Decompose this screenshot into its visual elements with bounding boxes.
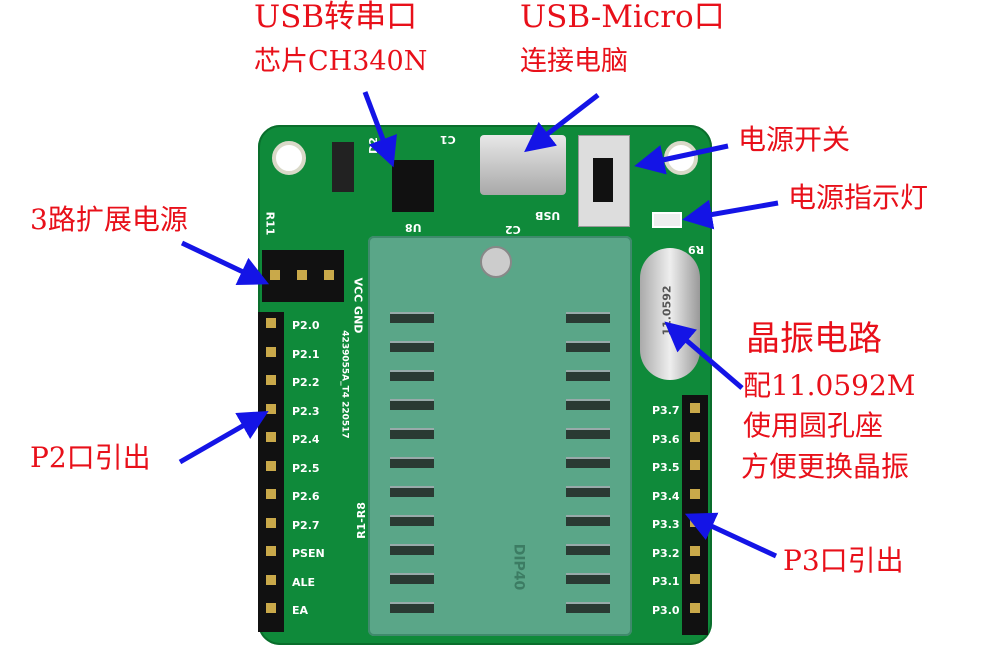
socket-contact: [566, 312, 610, 323]
arrow-usb-micro: [524, 93, 600, 153]
header-pin: [297, 270, 307, 280]
socket-contact: [566, 399, 610, 410]
pin-label: P2.2: [292, 376, 320, 389]
header-pin: [266, 574, 276, 585]
socket-contact: [390, 544, 434, 555]
socket-contact: [390, 457, 434, 468]
socket-contact: [566, 370, 610, 381]
header-pin: [266, 603, 276, 613]
socket-contact: [390, 341, 434, 352]
socket-contact: [566, 602, 610, 613]
label-power-switch: 电源开关: [738, 123, 851, 156]
socket-contact: [566, 457, 610, 468]
socket-contact: [390, 515, 434, 526]
pin-label: P3.5: [652, 461, 680, 474]
ch340n-chip: [392, 160, 434, 212]
header-pin: [690, 545, 700, 556]
header-pin: [690, 403, 700, 413]
arrow-crystal: [664, 321, 744, 390]
pin-label: P2.6: [292, 490, 320, 503]
arrow-expansion-power: [180, 240, 270, 285]
pin-label: P3.7: [652, 404, 680, 417]
arrow-p2: [178, 411, 269, 465]
label-crystal-line1: 配11.0592M: [743, 369, 916, 402]
socket-contact: [566, 515, 610, 526]
header-pin: [266, 403, 276, 414]
pin-label: P2.1: [292, 347, 320, 361]
label-crystal-line2: 使用圆孔座: [743, 409, 884, 442]
pin-label: P2.4: [292, 433, 320, 446]
header-pin: [270, 270, 280, 280]
pin-label: P2.0: [292, 319, 320, 332]
pin-label: P3.2: [652, 546, 680, 560]
header-pin: [266, 546, 276, 556]
label-crystal-line3: 方便更换晶振: [741, 450, 910, 483]
header-pin: [266, 489, 276, 499]
arrow-p3: [684, 512, 778, 559]
header-pin: [324, 270, 334, 280]
label-crystal-title: 晶振电路: [746, 319, 882, 359]
crystal: [640, 248, 700, 380]
label-usb-micro-sub: 连接电脑: [520, 46, 628, 77]
pin-label: P3.4: [652, 489, 680, 503]
socket-contact: [390, 573, 434, 584]
header-pin: [690, 602, 700, 613]
switch-slider: [593, 158, 613, 202]
header-pin: [266, 460, 276, 471]
socket-contact: [566, 486, 610, 497]
socket-contact: [566, 544, 610, 555]
header-pin: [266, 517, 276, 528]
power-led: [652, 212, 682, 228]
socket-contact: [566, 428, 610, 439]
socket-contact: [566, 573, 610, 584]
socket-contact: [566, 341, 610, 352]
socket-contact: [390, 486, 434, 497]
pin-label: P3.0: [652, 603, 680, 617]
header-pin: [266, 432, 276, 442]
socket-contact: [390, 602, 434, 613]
socket-contact: [390, 399, 434, 410]
label-usb-serial-title: USB转串口: [254, 0, 418, 35]
diode: [332, 142, 354, 192]
pin-label: P2.5: [292, 461, 320, 475]
header-pin: [690, 574, 700, 584]
header-pin: [266, 375, 276, 385]
header-pin: [690, 488, 700, 499]
arrow-power-switch: [634, 143, 729, 175]
pin-label: P2.7: [292, 518, 320, 532]
header-pin: [690, 460, 700, 470]
header-pin: [266, 318, 276, 328]
label-expansion-power: 3路扩展电源: [30, 203, 188, 236]
pin-label: P3.6: [652, 432, 680, 446]
power-switch: [578, 135, 630, 227]
header-pin: [690, 431, 700, 442]
label-p2-out: P2口引出: [30, 441, 151, 474]
header-pin: [266, 346, 276, 357]
socket-contact: [390, 428, 434, 439]
pin-label: P3.3: [652, 518, 680, 531]
label-usb-serial-sub: 芯片CH340N: [254, 46, 428, 77]
label-power-led: 电源指示灯: [788, 181, 929, 214]
arrow-usb-serial: [362, 91, 397, 168]
socket-contact: [390, 312, 434, 323]
pin-label: P2.3: [292, 404, 320, 418]
pin-label: P3.1: [652, 575, 680, 588]
pin-label: EA: [292, 604, 309, 617]
mounting-hole: [272, 141, 306, 175]
socket-contact: [390, 370, 434, 381]
label-usb-micro-title: USB-Micro口: [520, 0, 725, 35]
pin-label: PSEN: [292, 547, 325, 560]
arrow-power-led: [682, 199, 779, 230]
socket-screw: [480, 246, 512, 278]
pin-label: ALE: [292, 575, 316, 589]
arrows-layer: [178, 91, 779, 559]
label-p3-out: P3口引出: [783, 544, 904, 577]
